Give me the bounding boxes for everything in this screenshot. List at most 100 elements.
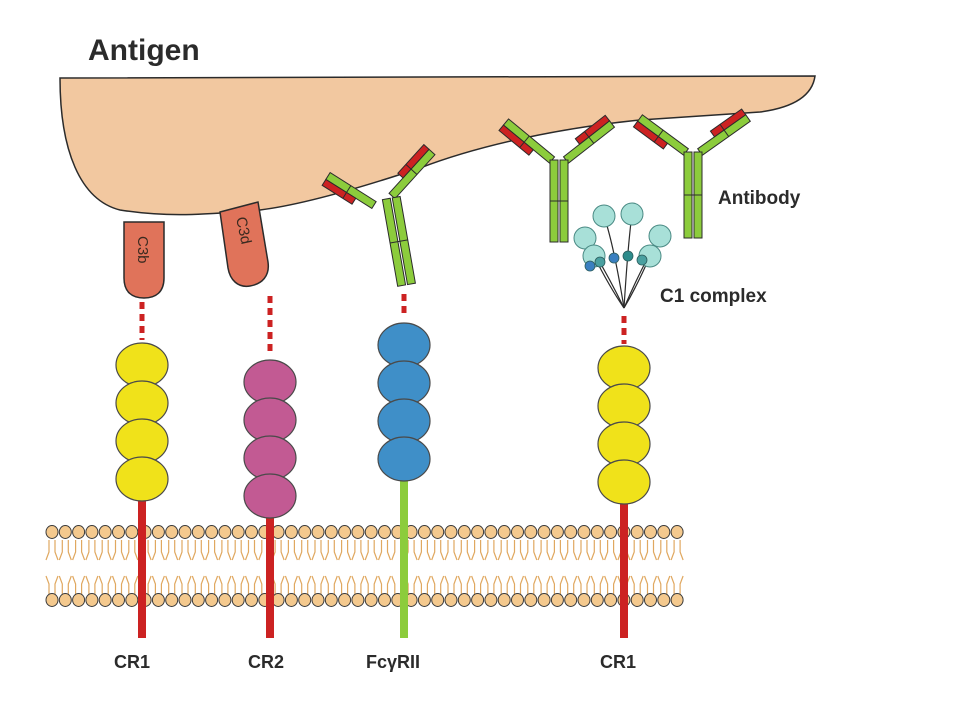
lipid [643, 525, 658, 607]
light-chain [709, 108, 747, 138]
lipid [431, 525, 445, 607]
lipid-tail [324, 540, 338, 561]
lipid-head [98, 525, 112, 539]
lipid-tail [111, 540, 126, 561]
lipid-tail [604, 575, 618, 594]
lipid-tail [205, 575, 219, 594]
lipid-tail [484, 575, 498, 594]
lipid [457, 525, 471, 607]
lipid-tail [590, 540, 604, 561]
receptor-label-cr1-right: CR1 [600, 652, 636, 672]
lipid [45, 525, 59, 607]
lipid-head [58, 525, 72, 539]
lipid-head [431, 525, 445, 539]
lipid-tail [98, 575, 112, 594]
lipid [111, 525, 126, 607]
lipid-head [630, 525, 644, 539]
lipid [165, 525, 179, 607]
lipid-head [245, 525, 258, 539]
lipid-tail [351, 575, 365, 594]
lipid-head [231, 525, 245, 539]
antibodies-group [321, 108, 752, 287]
lipid-head [364, 593, 378, 607]
lipid [404, 525, 418, 607]
lipid-tail [85, 540, 99, 561]
c3d-label: C3d [232, 215, 254, 245]
lipid-tail [457, 575, 471, 594]
c1-complex-label: C1 complex [660, 286, 767, 307]
lipid-tail [72, 575, 86, 594]
lipid-tail [670, 540, 684, 561]
light-chain [321, 178, 357, 205]
lipid-head [165, 525, 179, 539]
lipid-tail [364, 575, 378, 594]
lipid-tail [417, 540, 431, 561]
lipid-tail [630, 540, 644, 561]
lipid-head [457, 593, 471, 607]
lipid-head [218, 593, 232, 607]
c1-complex [573, 202, 672, 309]
receptor-domain [597, 459, 651, 505]
antibody-fcgrii [321, 143, 436, 287]
lipid-head [657, 593, 671, 607]
receptor-domain [115, 456, 169, 502]
lipid [218, 525, 232, 607]
lipid-head [298, 525, 312, 539]
lipid-tail [205, 540, 219, 561]
lipid-tail [298, 575, 312, 594]
receptor-stalk [138, 495, 146, 638]
lipid-tail [72, 540, 86, 561]
lipid-tail [670, 575, 684, 594]
lipid-tail [111, 575, 126, 594]
chain-divider [405, 164, 418, 175]
lipid-tail [550, 575, 564, 594]
lipid-tail [377, 575, 392, 594]
lipid-head [85, 593, 99, 607]
receptor-cr1-right [597, 316, 651, 638]
lipid [364, 525, 378, 607]
lipid-tail [377, 540, 392, 561]
lipid-head [590, 525, 604, 539]
lipid [351, 525, 365, 607]
lipid-tail [643, 575, 658, 594]
lipid [417, 525, 431, 607]
lipid-head [471, 525, 485, 539]
lipid-tail [351, 540, 365, 561]
lipid-tail [497, 575, 511, 594]
lipid-head [324, 525, 338, 539]
lipid-head [112, 525, 125, 539]
antibody-fc-tilted [381, 195, 416, 287]
lipid [178, 525, 192, 607]
lipid [271, 525, 285, 607]
lipid-tail [45, 540, 59, 561]
lipid-head [564, 593, 578, 607]
chain-divider [342, 185, 352, 199]
lipid-tail [244, 540, 259, 561]
receptor-stalk [266, 512, 274, 638]
lipid-tail [338, 540, 352, 561]
lipid [564, 525, 578, 607]
lipid-tail [417, 575, 431, 594]
lipid-head [364, 525, 378, 539]
receptor-domain [243, 473, 297, 519]
lipid-tail [298, 540, 312, 561]
lipid [657, 525, 671, 607]
lipid-tail [577, 540, 591, 561]
receptor-cr2 [243, 296, 297, 638]
lipid-head [205, 593, 219, 607]
lipid-tail [178, 575, 192, 594]
receptors-group [115, 294, 651, 638]
lipid-head [45, 525, 59, 539]
lipid-head [484, 593, 498, 607]
lipid [537, 525, 551, 607]
lipid-tail [550, 540, 564, 561]
lipid-head [630, 593, 644, 607]
lipid-tail [484, 540, 498, 561]
lipid-head [191, 525, 205, 539]
lipid-tail [444, 540, 458, 561]
lipid-head [298, 593, 312, 607]
antigen-title: Antigen [88, 34, 200, 67]
lipid [338, 525, 352, 607]
lipid-tail [577, 575, 591, 594]
